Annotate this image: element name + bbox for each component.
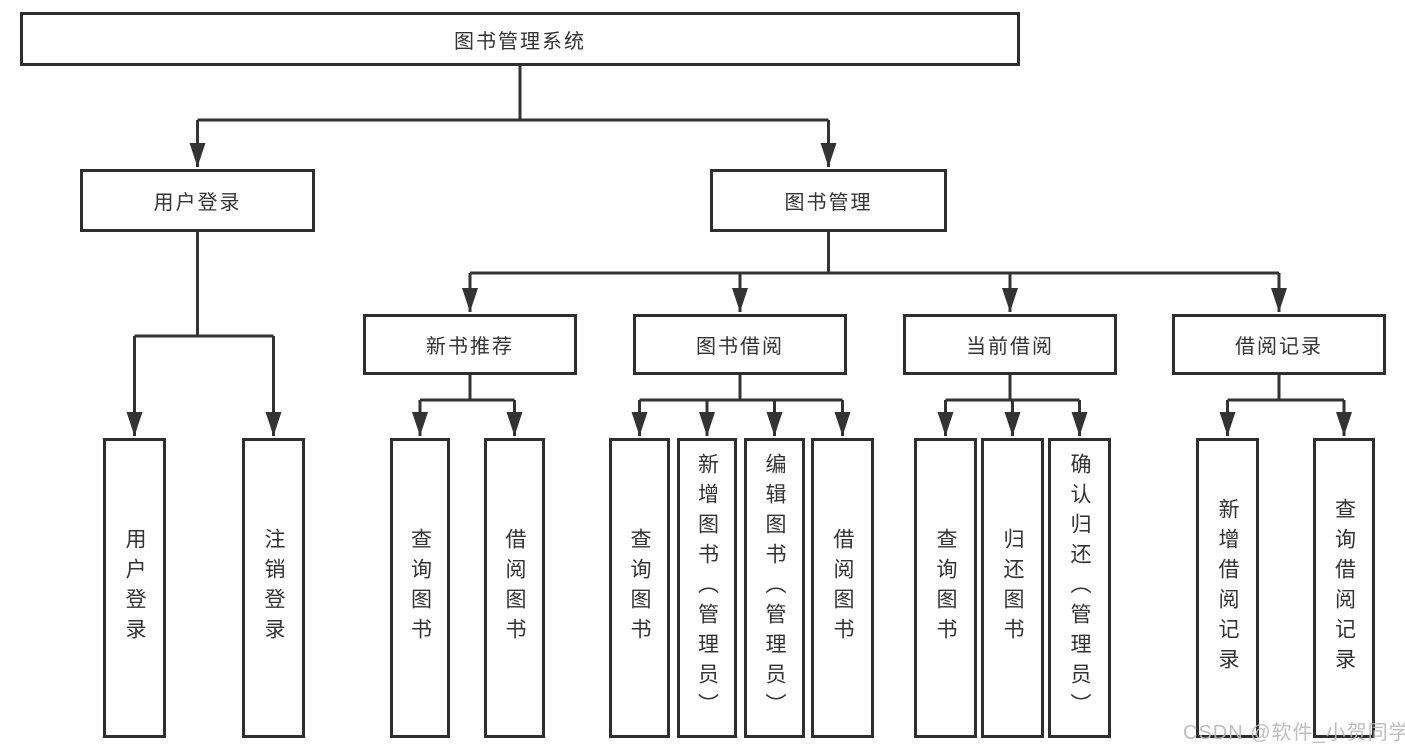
csdn-watermark: CSDN @软件_小贺同学 (1183, 722, 1405, 744)
leaf-label: 确认归还（管理员） (1068, 453, 1091, 723)
connector-root-to-level2 (197, 66, 829, 122)
leaf-borrow-books-2: 借阅图书 (811, 438, 874, 738)
node-label: 新书推荐 (426, 336, 514, 358)
leaf-edit-books-admin: 编辑图书（管理员） (744, 438, 805, 738)
node-label: 图书管理系统 (454, 30, 586, 53)
node-label: 图书借阅 (696, 336, 784, 358)
node-new-book-recommendation: 新书推荐 (363, 314, 577, 375)
leaf-label: 查询图书 (628, 528, 651, 648)
connector-book-borrow-to-leaves (639, 375, 843, 402)
leaf-user-login: 用户登录 (103, 438, 166, 738)
leaf-query-borrowing-record: 查询借阅记录 (1313, 438, 1375, 738)
leaf-label: 用户登录 (123, 528, 146, 648)
node-library-management-system: 图书管理系统 (20, 12, 1020, 66)
node-label: 用户登录 (153, 192, 242, 214)
leaf-borrow-books-1: 借阅图书 (484, 438, 545, 738)
leaf-label: 查询借阅记录 (1332, 498, 1356, 678)
connector-new-book-to-leaves (420, 375, 515, 402)
leaf-label: 查询图书 (934, 528, 957, 648)
connector-book-mgmt-to-level3 (470, 232, 1279, 275)
node-label: 图书管理 (784, 192, 873, 214)
node-label: 当前借阅 (966, 336, 1054, 358)
leaf-label: 归还图书 (1001, 528, 1024, 648)
connector-user-login-to-leaves (134, 232, 274, 338)
leaf-label: 借阅图书 (831, 528, 854, 648)
leaf-label: 新增图书（管理员） (695, 453, 719, 723)
leaf-label: 注销登录 (262, 528, 285, 648)
node-borrowing-records: 借阅记录 (1172, 314, 1386, 375)
leaf-return-books: 归还图书 (981, 438, 1044, 738)
node-label: 借阅记录 (1235, 336, 1323, 358)
leaf-label: 查询图书 (408, 528, 432, 648)
leaf-query-books-2: 查询图书 (609, 438, 670, 738)
node-user-login: 用户登录 (80, 169, 315, 232)
leaf-add-borrowing-record: 新增借阅记录 (1196, 438, 1259, 738)
leaf-label: 借阅图书 (503, 528, 526, 648)
node-book-management: 图书管理 (710, 169, 947, 232)
leaf-add-books-admin: 新增图书（管理员） (677, 438, 737, 738)
node-book-borrowing: 图书借阅 (633, 314, 847, 375)
leaf-query-books-1: 查询图书 (390, 438, 450, 738)
connector-borrow-records-to-leaves (1227, 375, 1344, 402)
leaf-query-books-3: 查询图书 (914, 438, 977, 738)
connector-current-borrow-to-leaves (945, 375, 1080, 402)
leaf-label: 新增借阅记录 (1216, 498, 1239, 678)
leaf-logout: 注销登录 (242, 438, 305, 738)
node-current-borrowing: 当前借阅 (903, 314, 1117, 375)
leaf-label: 编辑图书（管理员） (763, 453, 786, 723)
leaf-confirm-return-admin: 确认归还（管理员） (1048, 438, 1111, 738)
